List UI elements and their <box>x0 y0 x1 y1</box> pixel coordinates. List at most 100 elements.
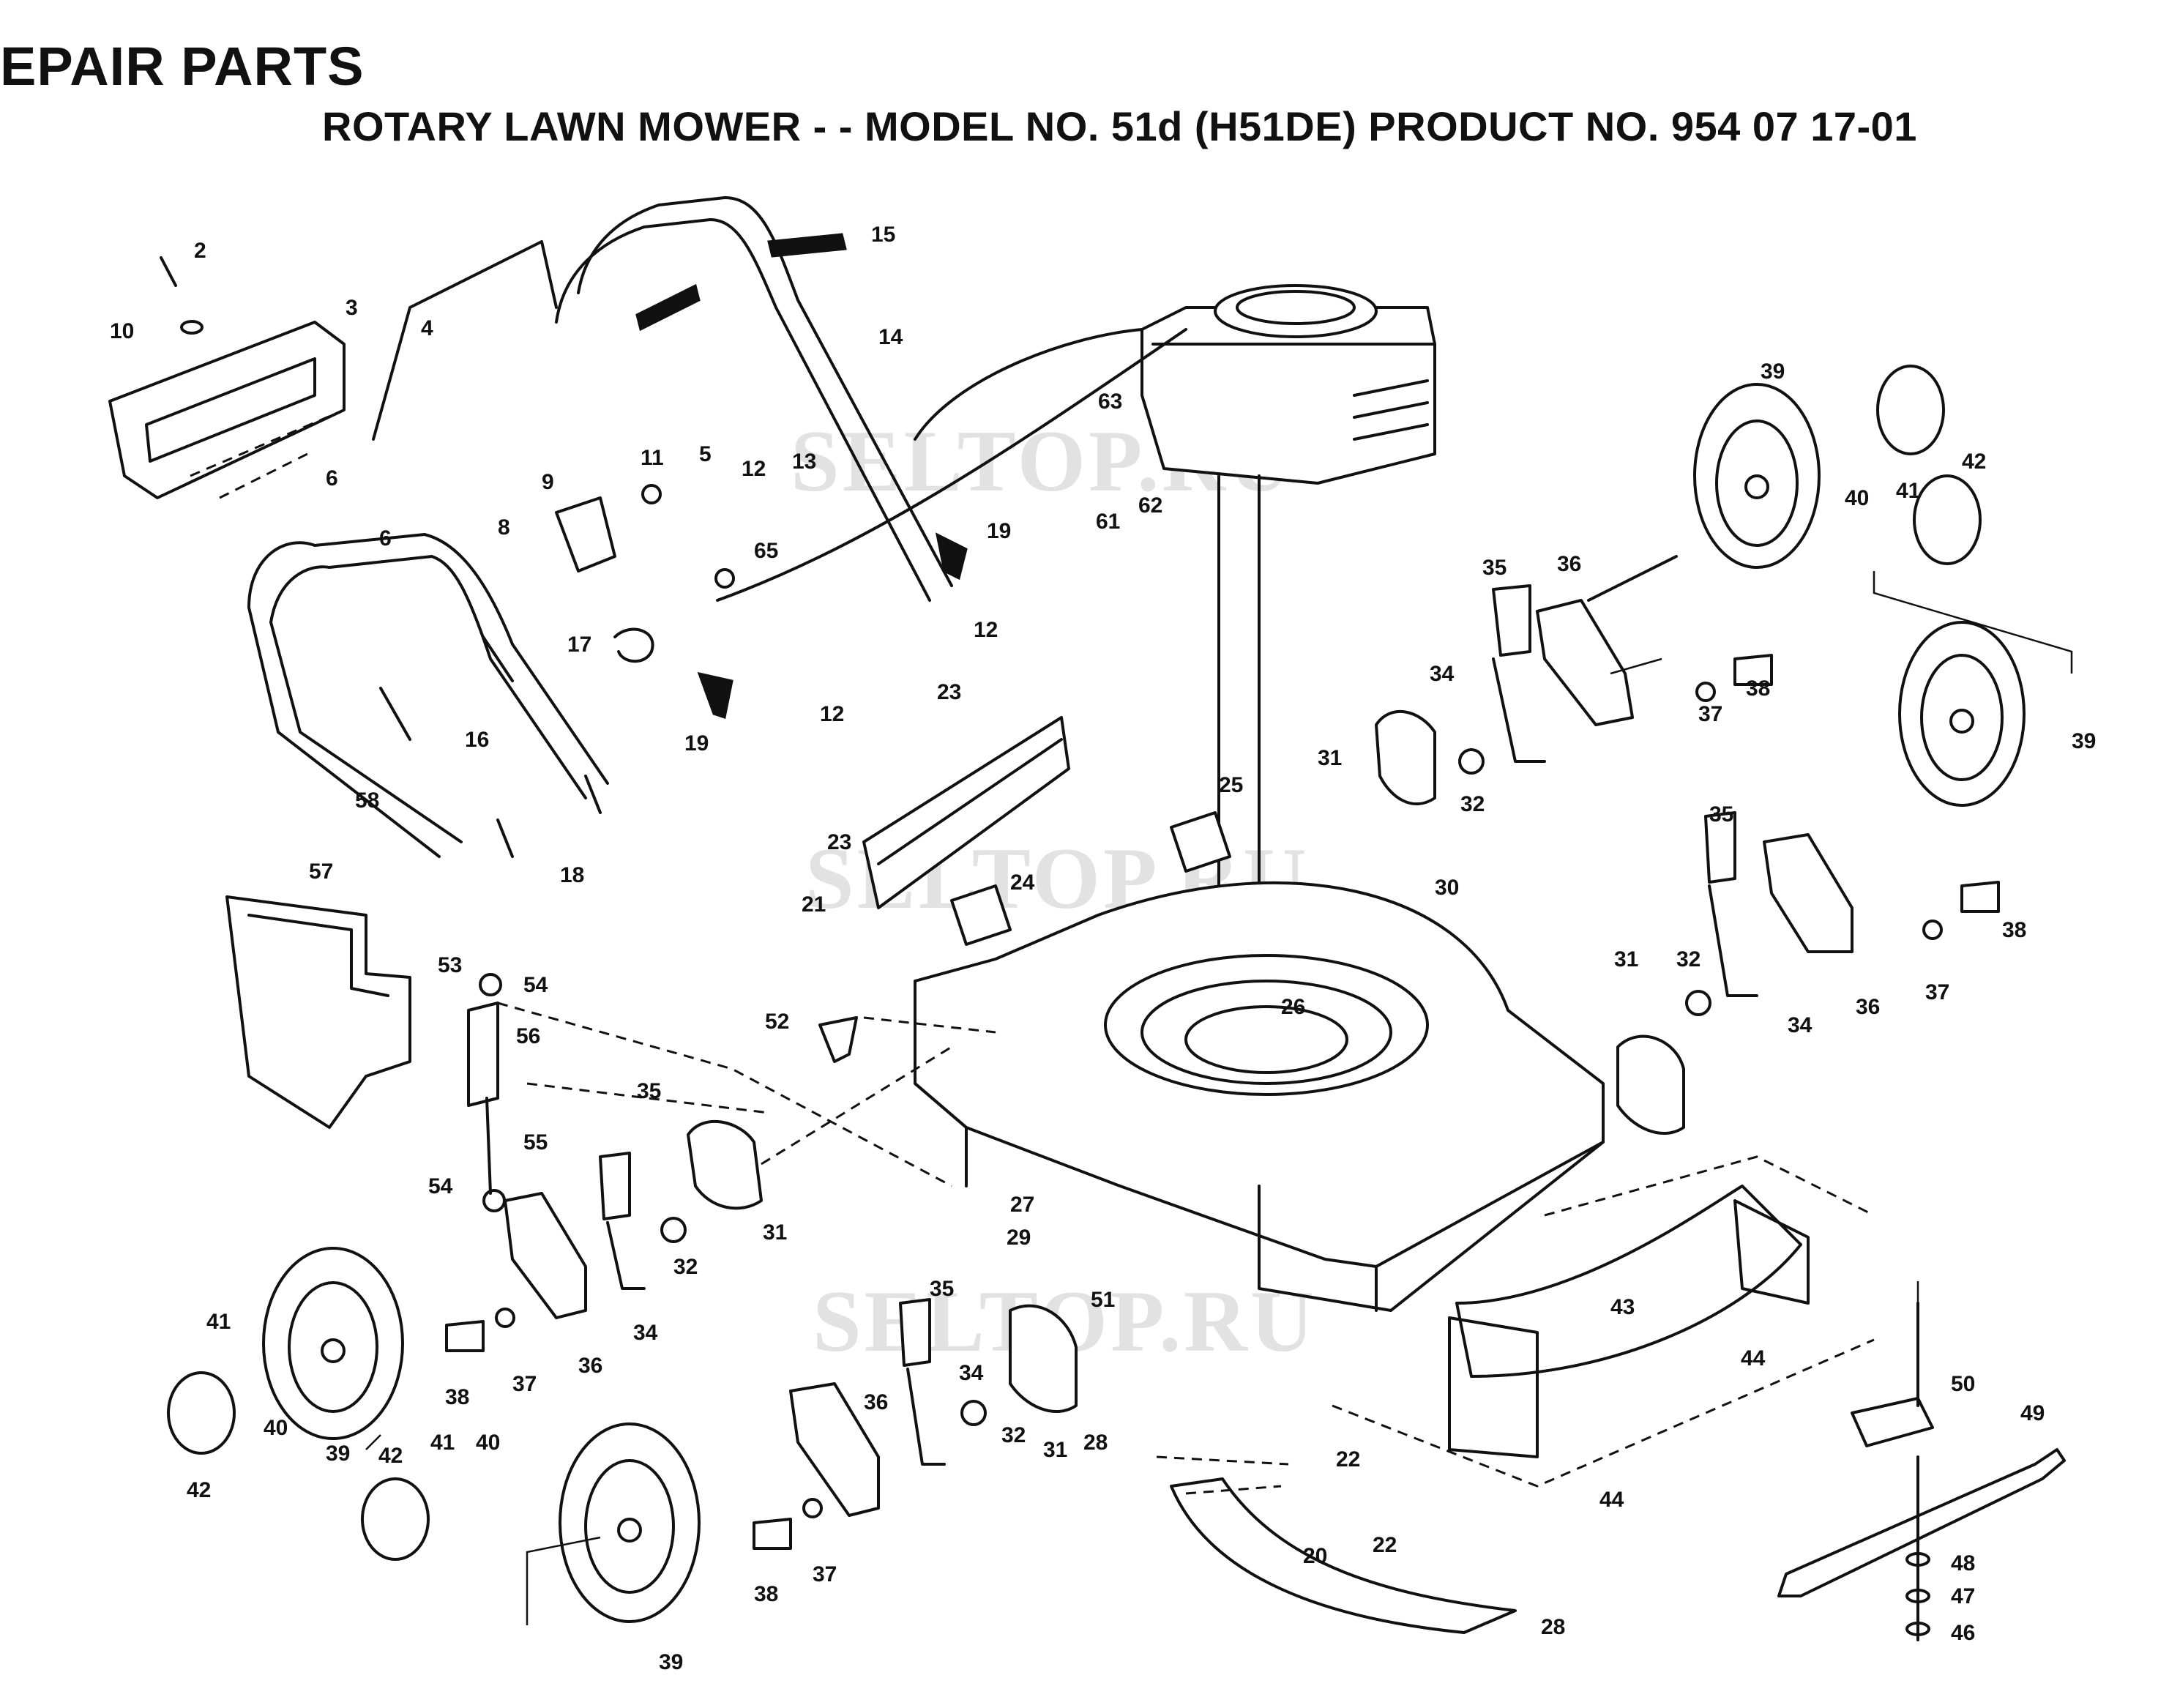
cable-part <box>372 240 558 441</box>
callout-37: 37 <box>813 1562 837 1586</box>
callout-15: 15 <box>871 223 895 247</box>
callout-62: 62 <box>1138 493 1162 518</box>
chute-assembly <box>1170 1185 1875 1634</box>
callout-35: 35 <box>637 1079 661 1103</box>
hubcap-part <box>1876 365 1945 455</box>
clip-part <box>613 627 654 663</box>
callout-11: 11 <box>641 446 664 470</box>
callout-23: 23 <box>937 680 961 704</box>
callout-37: 37 <box>1698 702 1722 726</box>
callout-31: 31 <box>1614 947 1638 972</box>
callout-48: 48 <box>1951 1551 1975 1575</box>
callout-31: 31 <box>1318 746 1342 770</box>
callout-16: 16 <box>465 728 489 752</box>
callout-58: 58 <box>355 788 379 813</box>
callout-49: 49 <box>2020 1401 2045 1425</box>
handle-knob-part <box>935 532 968 581</box>
callout-42: 42 <box>378 1444 403 1468</box>
callout-42: 42 <box>187 1478 211 1502</box>
callout-34: 34 <box>1788 1013 1813 1037</box>
callout-32: 32 <box>673 1255 698 1279</box>
callout-44: 44 <box>1599 1488 1624 1512</box>
washer-part <box>180 320 204 335</box>
callout-19: 19 <box>684 731 709 756</box>
callout-47: 47 <box>1951 1584 1975 1608</box>
control-panel-part <box>108 321 346 499</box>
callout-43: 43 <box>1610 1295 1635 1319</box>
callout-39: 39 <box>659 1650 683 1674</box>
callout-2: 2 <box>194 239 206 263</box>
callout-38: 38 <box>1746 676 1770 701</box>
callout-38: 38 <box>445 1385 469 1409</box>
callout-18: 18 <box>560 863 584 887</box>
leader-lines <box>190 409 2073 1625</box>
callout-25: 25 <box>1219 773 1243 797</box>
callout-41: 41 <box>1896 479 1920 503</box>
callout-6: 6 <box>379 526 392 551</box>
callout-labels: 2 10 3 4 6 6 15 14 13 12 12 12 11 5 9 8 … <box>110 223 2096 1674</box>
nut-part <box>641 484 662 504</box>
callout-8: 8 <box>498 515 510 540</box>
screw-part <box>160 256 177 287</box>
bracket-part <box>467 1002 499 1107</box>
adjuster-lever-part <box>1492 584 1531 657</box>
callout-41: 41 <box>206 1310 231 1334</box>
rear-shield-part <box>862 716 1070 909</box>
callout-36: 36 <box>578 1354 602 1378</box>
callout-35: 35 <box>930 1277 954 1301</box>
callout-57: 57 <box>309 859 333 884</box>
callout-5: 5 <box>699 442 712 466</box>
callout-21: 21 <box>802 892 826 917</box>
callout-40: 40 <box>1845 486 1869 510</box>
callout-3: 3 <box>346 296 358 320</box>
deck-assembly <box>818 716 1605 1312</box>
knob-part <box>379 687 411 741</box>
bracket-part <box>555 496 616 573</box>
callout-40: 40 <box>264 1416 288 1440</box>
control-cable-part <box>716 328 1187 602</box>
blade-adapter-part <box>1851 1397 1934 1447</box>
grass-bag-frame-part <box>225 895 411 1129</box>
callout-28: 28 <box>1083 1431 1108 1455</box>
callout-61: 61 <box>1096 510 1120 534</box>
callout-28: 28 <box>1541 1615 1565 1639</box>
callout-46: 46 <box>1951 1621 1975 1645</box>
callout-9: 9 <box>542 470 554 494</box>
callout-63: 63 <box>1098 389 1122 414</box>
callout-12: 12 <box>974 618 998 642</box>
callout-54: 54 <box>428 1174 453 1198</box>
wheel-assemblies <box>167 365 2026 1623</box>
callout-6: 6 <box>326 466 338 491</box>
callout-34: 34 <box>633 1321 658 1345</box>
lower-handle-part <box>247 533 609 785</box>
callout-22: 22 <box>1336 1447 1360 1472</box>
callout-52: 52 <box>765 1010 789 1034</box>
callout-29: 29 <box>1007 1226 1031 1250</box>
callout-34: 34 <box>959 1361 984 1385</box>
callout-12: 12 <box>820 702 844 726</box>
callout-56: 56 <box>516 1024 540 1048</box>
wheel-part <box>262 1247 404 1440</box>
callout-30: 30 <box>1435 876 1459 900</box>
callout-27: 27 <box>1010 1193 1034 1217</box>
height-adjuster-assemblies <box>445 555 2000 1550</box>
callout-20: 20 <box>1303 1544 1327 1568</box>
callout-4: 4 <box>421 316 433 340</box>
callout-17: 17 <box>567 633 591 657</box>
callout-10: 10 <box>110 319 134 343</box>
callout-41: 41 <box>430 1431 455 1455</box>
bolt-part <box>1733 654 1773 686</box>
callout-37: 37 <box>512 1372 537 1396</box>
callout-26: 26 <box>1281 995 1305 1019</box>
callout-50: 50 <box>1951 1372 1975 1396</box>
callout-14: 14 <box>878 325 903 349</box>
blade-part <box>1777 1448 2066 1597</box>
callout-36: 36 <box>864 1390 888 1414</box>
callout-38: 38 <box>2002 918 2026 942</box>
callout-24: 24 <box>1010 870 1035 895</box>
callout-42: 42 <box>1962 450 1986 474</box>
upper-handle-part <box>577 196 953 587</box>
callout-55: 55 <box>523 1130 548 1155</box>
grip-part <box>635 283 701 332</box>
callout-34: 34 <box>1430 662 1455 686</box>
